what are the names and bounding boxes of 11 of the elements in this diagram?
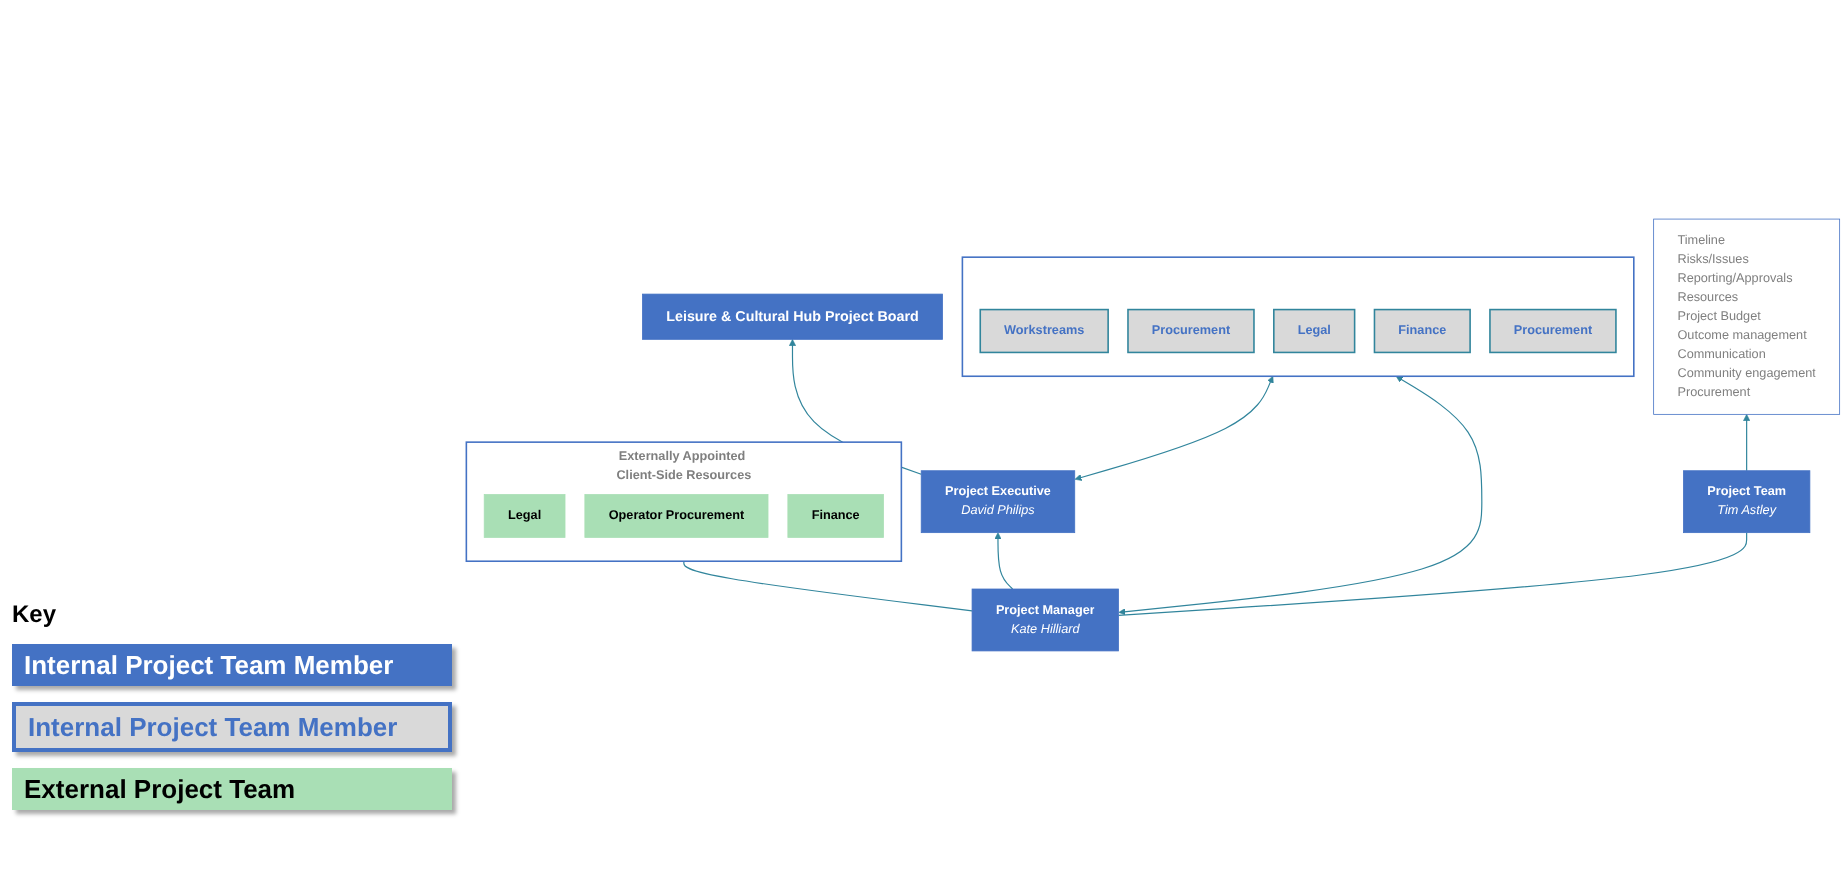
legend-swatch: External Project Team <box>12 768 452 810</box>
connector <box>1117 532 1748 616</box>
legend-swatch: Internal Project Team Member <box>12 644 452 686</box>
cluster <box>961 256 1635 378</box>
arrow <box>1074 375 1274 481</box>
arrow <box>1743 414 1751 472</box>
legend-swatch: Internal Project Team Member <box>12 702 452 752</box>
connector <box>683 560 973 612</box>
arrow <box>994 532 1014 590</box>
arrow <box>1118 375 1483 616</box>
key-heading: Key <box>12 600 59 628</box>
